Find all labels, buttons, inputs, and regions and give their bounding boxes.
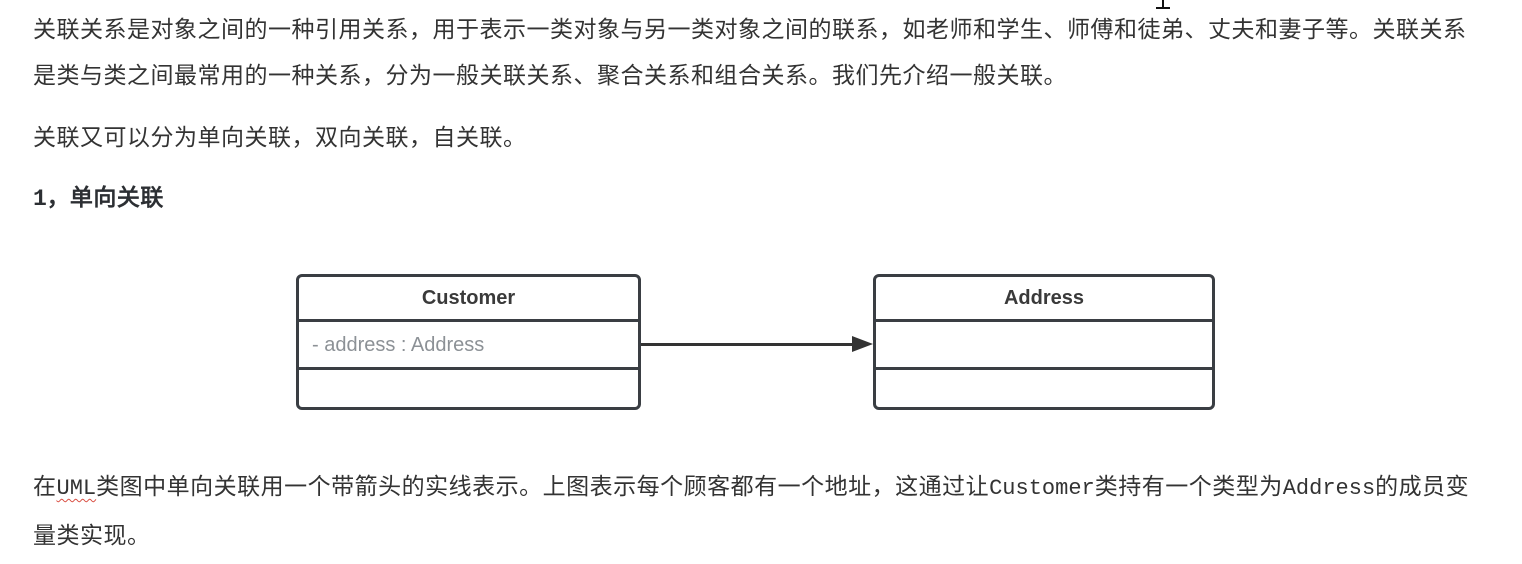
uml-class-customer-title: Customer (299, 277, 638, 322)
association-line (641, 343, 855, 346)
p3-text-4: 的成员变量类实现。 (33, 473, 1470, 548)
p3-text-3: 类持有一个类型为 (1094, 473, 1283, 499)
p3-text-2: 类图中单向关联用一个带箭头的实线表示。上图表示每个顾客都有一个地址，这通过让 (96, 473, 990, 499)
uml-class-diagram: Customer - address : Address Address (33, 274, 1486, 410)
section-heading: 1，单向关联 (33, 180, 1486, 216)
p3-text-1: 在 (33, 473, 57, 499)
association-arrowhead-icon (852, 336, 873, 352)
uml-class-address: Address (873, 274, 1215, 410)
uml-class-customer-methods-empty (299, 370, 638, 407)
heading-label: 单向关联 (69, 184, 164, 210)
uml-class-address-title: Address (876, 277, 1212, 322)
inline-code-address: Address (1282, 476, 1376, 501)
inline-code-customer: Customer (989, 476, 1095, 501)
uml-class-address-attributes-empty (876, 322, 1212, 370)
heading-number: 1， (33, 186, 70, 212)
uml-class-address-methods-empty (876, 370, 1212, 407)
paragraph-association-types: 关联又可以分为单向关联，双向关联，自关联。 (33, 124, 527, 150)
inline-code-uml: UML (56, 476, 97, 501)
uml-class-customer: Customer - address : Address (296, 274, 641, 410)
paragraph-uml-explanation: 在UML类图中单向关联用一个带箭头的实线表示。上图表示每个顾客都有一个地址，这通… (33, 463, 1486, 558)
uml-class-customer-attribute: - address : Address (299, 322, 638, 370)
paragraph-association-intro: 关联关系是对象之间的一种引用关系，用于表示一类对象与另一类对象之间的联系，如老师… (33, 16, 1467, 88)
